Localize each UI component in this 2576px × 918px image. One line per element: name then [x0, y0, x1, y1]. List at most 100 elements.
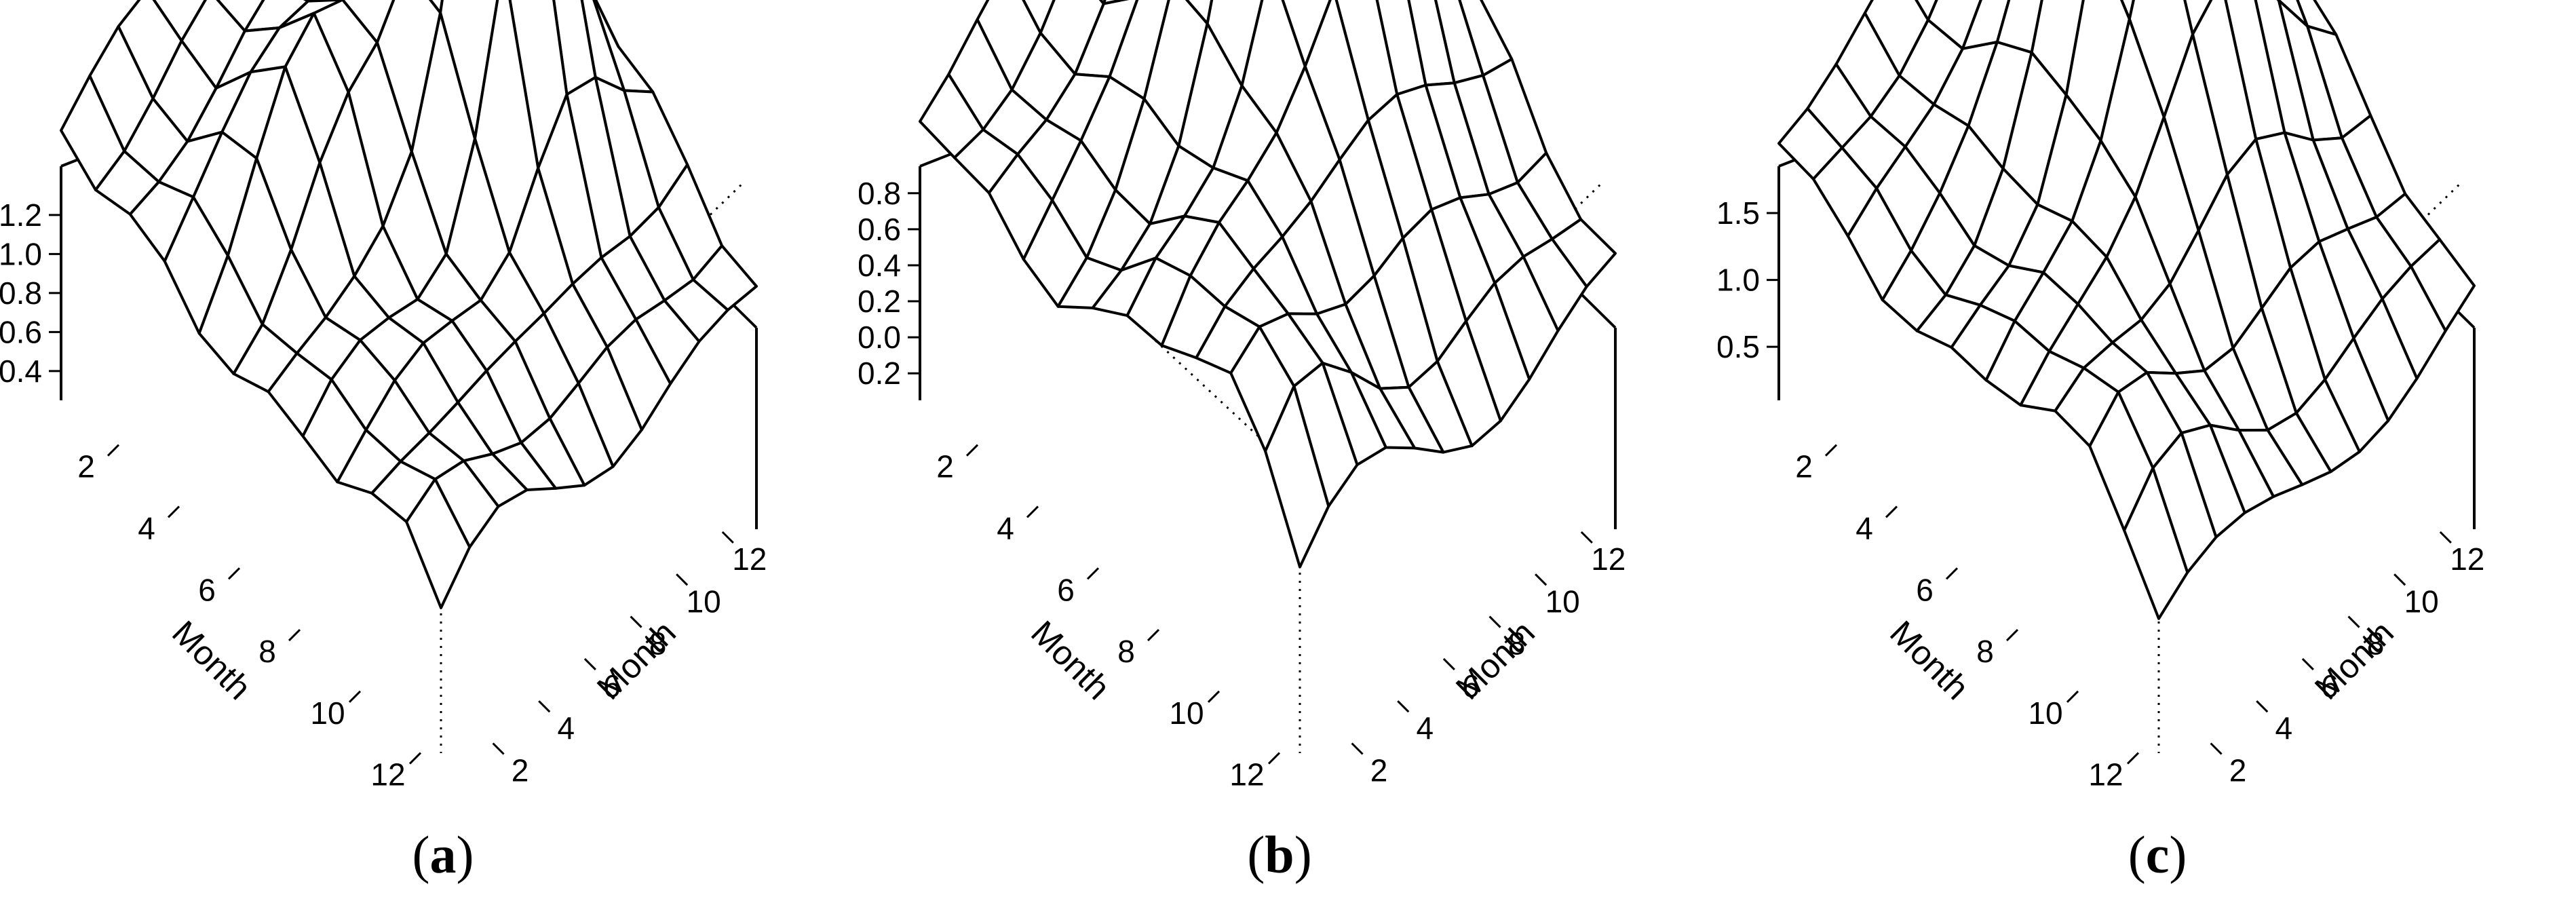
- y-tick: [2210, 742, 2223, 755]
- y-tick: [583, 657, 596, 670]
- y-tick-label: 2: [2229, 753, 2247, 788]
- z-tick-label: 0.8: [0, 275, 42, 311]
- x-tick: [2126, 752, 2140, 765]
- y-tick: [2347, 615, 2360, 628]
- caption-a: (a): [412, 825, 474, 884]
- x-tick: [1086, 567, 1100, 580]
- x-tick: [2005, 628, 2019, 642]
- y-tick: [492, 742, 505, 755]
- caption-a-letter: a: [429, 825, 457, 884]
- x-tick: [408, 752, 422, 765]
- x-tick-label: 6: [198, 572, 216, 607]
- x-tick-label: 8: [1117, 634, 1135, 669]
- x-tick-label: 8: [258, 634, 276, 669]
- x-tick: [1147, 628, 1160, 642]
- surface-facet: [2123, 466, 2189, 620]
- z-tick-label: 1.0: [0, 236, 42, 271]
- x-tick: [1207, 690, 1220, 703]
- z-tick-label: 0.0: [859, 320, 901, 355]
- y-tick: [538, 700, 551, 713]
- y-tick: [2301, 657, 2314, 670]
- y-axis-label: Month: [1448, 613, 1542, 707]
- x-tick: [1824, 444, 1838, 457]
- x-tick-label: 12: [2088, 757, 2123, 792]
- y-tick: [1580, 531, 1593, 544]
- caption-b: (b): [1247, 825, 1312, 884]
- x-axis-label: Month: [1024, 613, 1117, 707]
- y-tick: [1535, 573, 1547, 586]
- y-tick: [721, 531, 734, 544]
- caption-c-letter: c: [2145, 825, 2170, 884]
- z-tick-label: 0.8: [859, 176, 901, 211]
- x-tick: [167, 505, 180, 518]
- y-tick: [630, 615, 642, 628]
- z-tick-label: 0.6: [859, 212, 901, 247]
- x-tick: [107, 444, 120, 457]
- y-tick: [676, 573, 689, 586]
- x-tick-label: 4: [997, 510, 1014, 546]
- x-tick-label: 6: [1916, 572, 1934, 607]
- y-tick: [1397, 700, 1410, 713]
- y-tick-label: 10: [687, 584, 721, 619]
- x-tick-label: 6: [1057, 572, 1075, 607]
- y-tick-label: 4: [2275, 710, 2292, 746]
- y-tick-label: 6: [1462, 668, 1480, 704]
- y-tick-label: 2: [1370, 753, 1388, 788]
- z-tick-label: 0.4: [859, 248, 901, 283]
- box-edge: [920, 400, 1300, 760]
- z-tick-label: 0.5: [1718, 329, 1760, 364]
- y-tick: [2439, 531, 2452, 544]
- y-tick-label: 8: [1508, 626, 1526, 662]
- x-tick-label: 8: [1976, 634, 1994, 669]
- surface-facet: [1264, 385, 1330, 569]
- y-tick-label: 4: [557, 710, 575, 746]
- x-tick: [348, 690, 362, 703]
- caption-c: (c): [2128, 825, 2187, 884]
- x-tick: [1885, 505, 1898, 518]
- y-tick-label: 2: [512, 753, 529, 788]
- x-tick-label: 4: [138, 510, 155, 546]
- x-tick-label: 10: [2028, 695, 2062, 731]
- x-tick-label: 12: [1229, 757, 1264, 792]
- x-tick: [1267, 752, 1281, 765]
- surface-plot-b: −0.20.00.20.40.60.824681012Month24681012…: [859, 0, 1626, 792]
- x-tick: [965, 444, 979, 457]
- x-tick: [288, 628, 301, 642]
- z-tick-label: 1.5: [1718, 195, 1760, 231]
- z-tick-label: 1.2: [0, 197, 42, 233]
- caption-b-letter: b: [1265, 825, 1294, 884]
- z-tick-label: 0.4: [0, 353, 42, 389]
- x-tick-label: 10: [1169, 695, 1204, 731]
- box-dotted-line: [1007, 202, 1301, 476]
- z-tick-label: −0.2: [859, 356, 901, 391]
- x-tick-label: 2: [1795, 449, 1813, 484]
- y-tick-label: 6: [2321, 668, 2339, 704]
- y-axis-label: Month: [2307, 613, 2401, 707]
- x-axis-label: Month: [165, 613, 258, 707]
- x-tick: [1945, 567, 1959, 580]
- surface-plot-a: 0.40.60.81.01.224681012Month24681012Mont…: [0, 0, 767, 792]
- z-tick-label: 0.2: [859, 284, 901, 319]
- y-tick-label: 12: [1591, 541, 1626, 577]
- surface-facet: [405, 478, 472, 609]
- x-tick-label: 2: [936, 449, 954, 484]
- y-tick-label: 8: [649, 626, 667, 662]
- panel-b: −0.20.00.20.40.60.824681012Month24681012…: [859, 0, 1718, 918]
- z-tick-label: 1.0: [1718, 263, 1760, 298]
- x-axis-label: Month: [1883, 613, 1976, 707]
- y-tick-label: 12: [2450, 541, 2484, 577]
- y-tick-label: 12: [732, 541, 767, 577]
- x-tick: [2066, 690, 2079, 703]
- y-axis-label: Month: [590, 613, 683, 707]
- y-tick-label: 10: [2404, 584, 2439, 619]
- x-tick-label: 2: [77, 449, 95, 484]
- x-tick-label: 4: [1856, 510, 1873, 546]
- x-tick: [227, 567, 241, 580]
- y-tick: [2256, 700, 2269, 713]
- y-tick-label: 8: [2367, 626, 2385, 662]
- surface-facet: [1102, 0, 1130, 5]
